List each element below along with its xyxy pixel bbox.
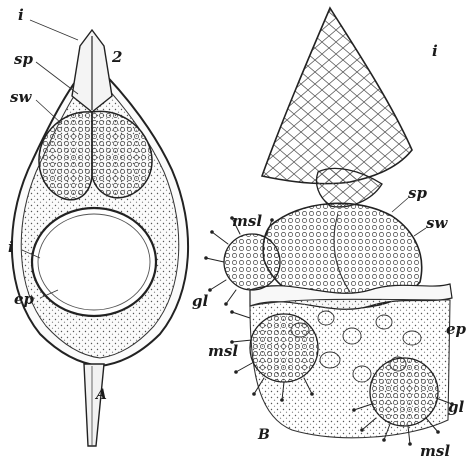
label-a-sw: sw <box>10 90 31 105</box>
cotyledon-left <box>39 112 92 200</box>
label-b-msl-left: msl <box>208 344 238 359</box>
label-b-msl-upper: msl <box>232 214 262 229</box>
integument-cap <box>262 8 412 184</box>
label-b-gl-left: gl <box>192 294 208 309</box>
leader-b-sp <box>392 198 408 212</box>
label-b-sw: sw <box>426 216 447 231</box>
caption-b: B <box>258 428 270 442</box>
leader-i-top <box>30 20 78 40</box>
label-b-ep: ep <box>446 322 466 337</box>
label-a-sp: sp <box>14 52 33 67</box>
gland-left <box>250 314 318 382</box>
label-b-gl-right: gl <box>448 400 464 415</box>
leader-sp <box>36 62 78 94</box>
seed-stalk <box>84 364 104 446</box>
leader-b-sw <box>414 228 426 236</box>
label-a-i-side: i <box>8 240 14 255</box>
label-b-i: i <box>432 44 438 59</box>
label-b-sp: sp <box>408 186 427 201</box>
label-a-2: 2 <box>112 50 122 65</box>
embryo-sac <box>32 208 156 316</box>
label-b-msl-bottom: msl <box>420 444 450 459</box>
figure-a-section <box>12 20 188 446</box>
label-a-i-top: i <box>18 8 24 23</box>
gland-right <box>370 358 438 426</box>
gland-upper <box>224 234 280 290</box>
label-a-ep: ep <box>14 292 34 307</box>
caption-a: A <box>96 388 107 402</box>
